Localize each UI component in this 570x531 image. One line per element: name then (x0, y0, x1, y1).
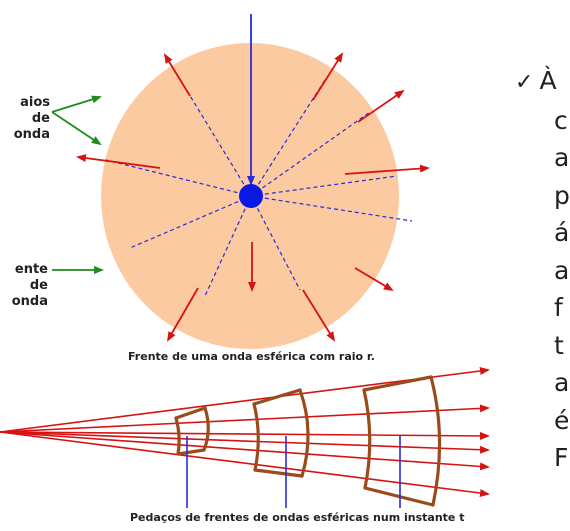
text-line-9: a (554, 368, 570, 397)
text-line-4: p (554, 180, 570, 210)
check-mark-icon: ✓ (515, 70, 534, 95)
text-line-10: é (554, 405, 570, 435)
rays-label-line1: aios de (20, 95, 50, 126)
pieces-caption: Pedaços de frentes de ondas esféricas nu… (130, 511, 465, 524)
rays-label: aios de onda (0, 95, 50, 143)
text-line-1: À (539, 66, 557, 95)
text-line-3: a (554, 143, 570, 172)
wavefront-label-line1: ente de (14, 262, 48, 293)
diverging-rays (0, 367, 490, 497)
text-line-11: F (554, 443, 569, 472)
dashed-radii (105, 75, 413, 297)
pointer-arrows (51, 95, 104, 274)
text-line-7: f (554, 293, 563, 322)
slide-body-text: ✓À c a p á a f t a é F (515, 62, 570, 477)
point-source (239, 184, 263, 208)
wavefront-segments (174, 375, 442, 507)
text-line-6: a (554, 255, 570, 285)
rays-label-line2: onda (13, 127, 50, 142)
ray-arrows (76, 52, 430, 342)
wavefront-label: ente de onda (0, 262, 48, 310)
text-line-8: t (554, 330, 564, 360)
bullet-line: ✓À (515, 62, 570, 102)
spherical-caption: Frente de uma onda esférica com raio r. (128, 350, 375, 363)
wavefront-label-line2: onda (11, 294, 48, 309)
text-line-2: c (554, 105, 568, 135)
segment-pointers (186, 436, 401, 508)
text-line-5: á (554, 218, 570, 247)
